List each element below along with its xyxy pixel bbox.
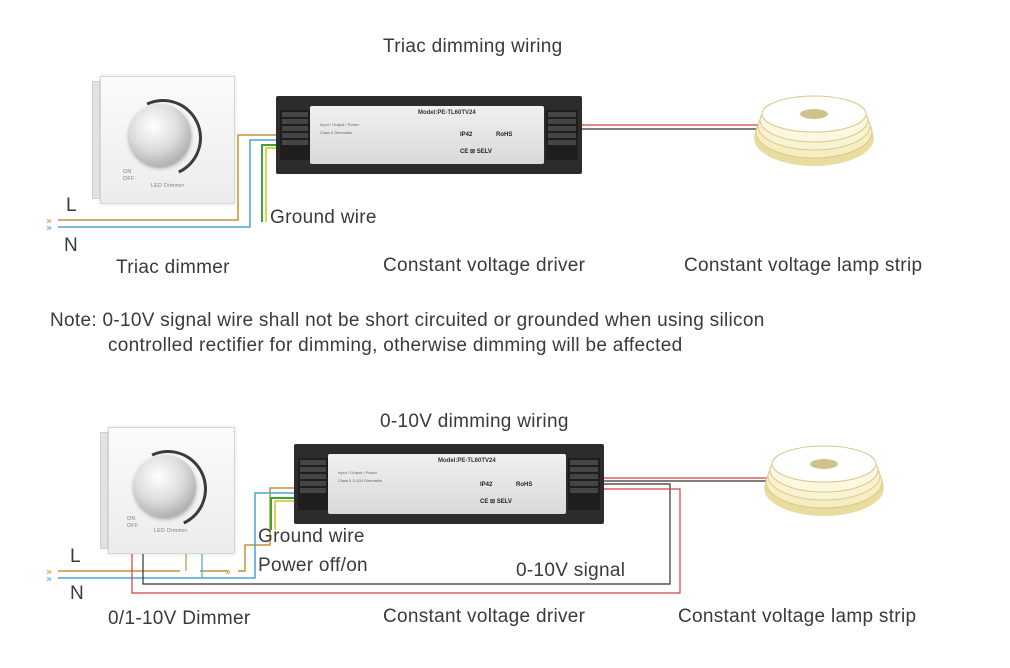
bottom-signal-label: 0-10V signal	[516, 560, 626, 581]
top-driver: Model:PE-TL60TV24 Input / Output / Power…	[276, 96, 582, 174]
top-lamp-strip	[754, 95, 874, 166]
top-driver-caption: Constant voltage driver	[383, 255, 586, 276]
top-dimmer-brand: LED Dimmer	[151, 183, 185, 189]
bottom-driver-ip: IP42	[480, 482, 493, 488]
top-ground-wire-yellow	[265, 147, 278, 222]
bottom-live-label: L	[70, 546, 81, 567]
bottom-0-10v-dimmer: ON OFF LED Dimmer	[100, 427, 235, 554]
top-live-label: L	[66, 195, 77, 216]
bottom-lamp-strip	[764, 445, 884, 516]
bottom-driver-rohs: RoHS	[516, 482, 533, 488]
bottom-dimmer-on: ON	[127, 516, 136, 522]
bottom-dimmer-knob	[134, 455, 196, 517]
top-triac-dimmer: ON OFF LED Dimmer	[92, 76, 235, 204]
bottom-title: 0-10V dimming wiring	[380, 411, 569, 432]
note-line-2: controlled rectifier for dimming, otherw…	[108, 335, 683, 356]
top-dimmer-caption: Triac dimmer	[116, 257, 230, 278]
top-dimmer-off: OFF	[123, 176, 135, 182]
bottom-signal-wire-black	[142, 483, 671, 585]
top-live-plug: »	[46, 216, 52, 227]
bottom-driver-model: Model:PE-TL60TV24	[438, 458, 496, 464]
bottom-signal-wire-red	[131, 488, 681, 594]
top-neutral-label: N	[64, 235, 79, 256]
top-driver-marks: CE ⊠ SELV	[460, 149, 492, 155]
top-neutral-plug: »	[46, 223, 52, 234]
bottom-neutral-plug: »	[46, 574, 52, 585]
bottom-ground-label: Ground wire	[258, 526, 365, 547]
top-neutral-wire	[58, 139, 278, 228]
bottom-live-wire-switch	[200, 487, 294, 572]
top-driver-model: Model:PE-TL60TV24	[418, 110, 476, 116]
bottom-dimmer-off: OFF	[127, 523, 139, 529]
top-ground-wire-green	[261, 144, 278, 222]
bottom-neutral-label: N	[70, 583, 85, 604]
top-dimmer-knob	[129, 104, 191, 166]
top-ground-label: Ground wire	[270, 207, 377, 228]
top-strip-caption: Constant voltage lamp strip	[684, 255, 923, 276]
top-dimmer-on: ON	[123, 169, 132, 175]
bottom-ground-wire-yellow	[274, 500, 294, 530]
top-driver-rohs: RoHS	[496, 132, 513, 138]
bottom-driver: Model:PE-TL60TV24 Input / Output / Power…	[294, 444, 604, 524]
bottom-driver-caption: Constant voltage driver	[383, 606, 586, 627]
bottom-driver-marks: CE ⊠ SELV	[480, 499, 512, 505]
note-line-1: Note: 0-10V signal wire shall not be sho…	[50, 310, 765, 331]
bottom-dimmer-brand: LED Dimmer	[154, 528, 188, 534]
bottom-strip-caption: Constant voltage lamp strip	[678, 606, 917, 627]
bottom-ground-wire-green	[270, 497, 294, 530]
top-live-wire	[58, 134, 278, 221]
bottom-dimmer-caption: 0/1-10V Dimmer	[108, 608, 251, 629]
bottom-power-label: Power off/on	[258, 555, 368, 576]
top-driver-ip: IP42	[460, 132, 473, 138]
bottom-live-plug: »	[46, 567, 52, 578]
top-title: Triac dimming wiring	[383, 36, 563, 57]
power-switch-icon: »	[225, 567, 231, 578]
bottom-neutral-wire	[58, 492, 294, 579]
